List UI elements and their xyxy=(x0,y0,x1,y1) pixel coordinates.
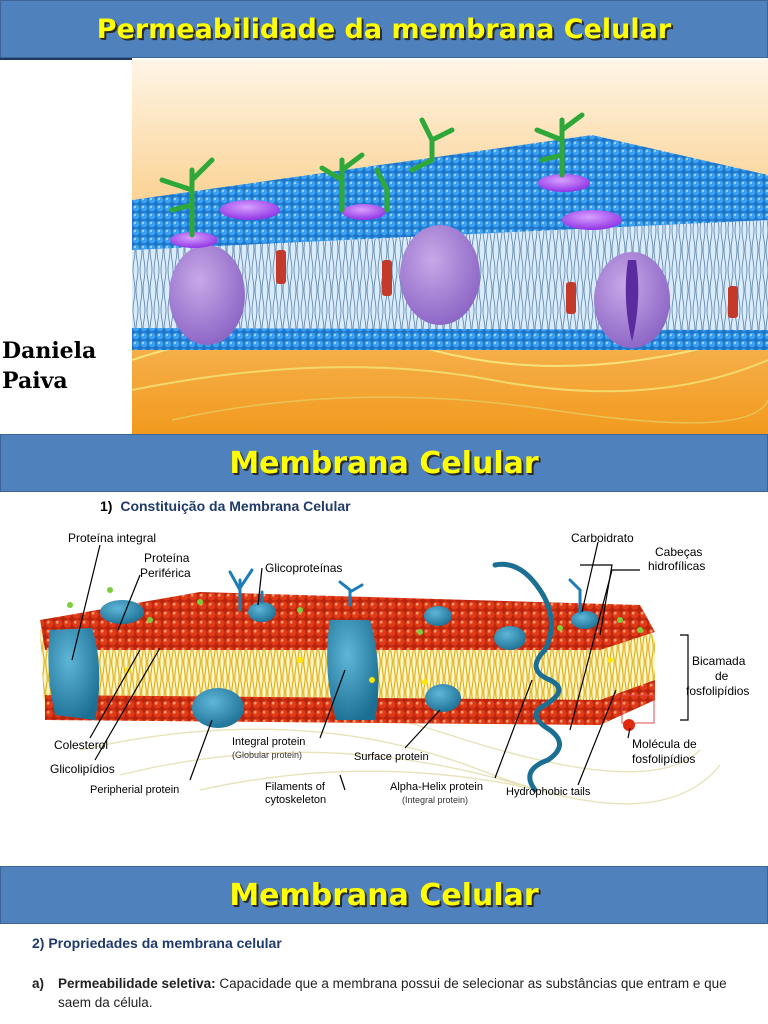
label-filaments-2: cytoskeleton xyxy=(265,794,326,806)
label-cabecas-1: Cabeças xyxy=(655,545,702,559)
label-cabecas-2: hidrofílicas xyxy=(648,559,705,573)
label-bicamada-2: de xyxy=(715,669,729,683)
section-heading: 1) Constituição da Membrana Celular xyxy=(100,498,351,514)
label-surface-protein: Surface protein xyxy=(354,751,429,763)
label-bicamada-3: fosfolipídios xyxy=(686,684,749,698)
section-heading: 2) Propriedades da membrana celular xyxy=(32,935,282,951)
label-integral-protein: Integral protein xyxy=(232,736,305,748)
property-term: Permeabilidade seletiva: xyxy=(58,976,216,991)
label-molecula-2: fosfolipídios xyxy=(632,752,695,766)
label-glicolipidios: Glicolipídios xyxy=(50,762,115,776)
title-banner: Permeabilidade da membrana Celular xyxy=(0,0,768,58)
label-globular-protein: (Globular protein) xyxy=(232,750,302,760)
label-peripherial-protein: Peripherial protein xyxy=(90,784,179,796)
label-molecula-1: Molécula de xyxy=(632,737,697,751)
author-last: Paiva xyxy=(2,368,68,394)
author-first: Daniela xyxy=(2,338,97,364)
label-proteina-integral: Proteína integral xyxy=(68,531,156,545)
property-text: Capacidade que a membrana possui de sele… xyxy=(58,976,727,1010)
section-heading-text: Constituição da Membrana Celular xyxy=(120,498,351,514)
section-banner: Membrana Celular xyxy=(0,434,768,492)
page-title: Permeabilidade da membrana Celular xyxy=(96,13,672,45)
label-glicoproteinas: Glicoproteínas xyxy=(265,561,342,575)
membrane-diagram: Proteína integral Proteína Periférica Gl… xyxy=(40,531,749,806)
membrane-illustration xyxy=(132,60,768,434)
property-marker: a) xyxy=(32,976,45,991)
divider xyxy=(0,58,132,60)
label-alpha-integral: (Integral protein) xyxy=(402,795,468,805)
label-hydrophobic-tails: Hydrophobic tails xyxy=(506,786,591,798)
label-colesterol: Colesterol xyxy=(54,738,108,752)
author-name: Daniela Paiva xyxy=(2,336,96,396)
label-filaments-1: Filaments of xyxy=(265,781,326,793)
label-proteina-periferica-2: Periférica xyxy=(140,566,191,580)
label-alpha-helix: Alpha-Helix protein xyxy=(390,781,483,793)
section-number: 2) xyxy=(32,935,45,951)
section-banner: Membrana Celular xyxy=(0,866,768,924)
property-item: a) Permeabilidade seletiva: Capacidade q… xyxy=(32,974,758,1012)
section-title: Membrana Celular xyxy=(229,445,539,481)
label-bicamada-1: Bicamada xyxy=(692,654,746,668)
section-title: Membrana Celular xyxy=(229,877,539,913)
label-carboidrato: Carboidrato xyxy=(571,531,634,545)
section-heading-text: Propriedades da membrana celular xyxy=(48,935,282,951)
label-proteina-periferica-1: Proteína xyxy=(144,551,190,565)
section-number: 1) xyxy=(100,498,113,514)
